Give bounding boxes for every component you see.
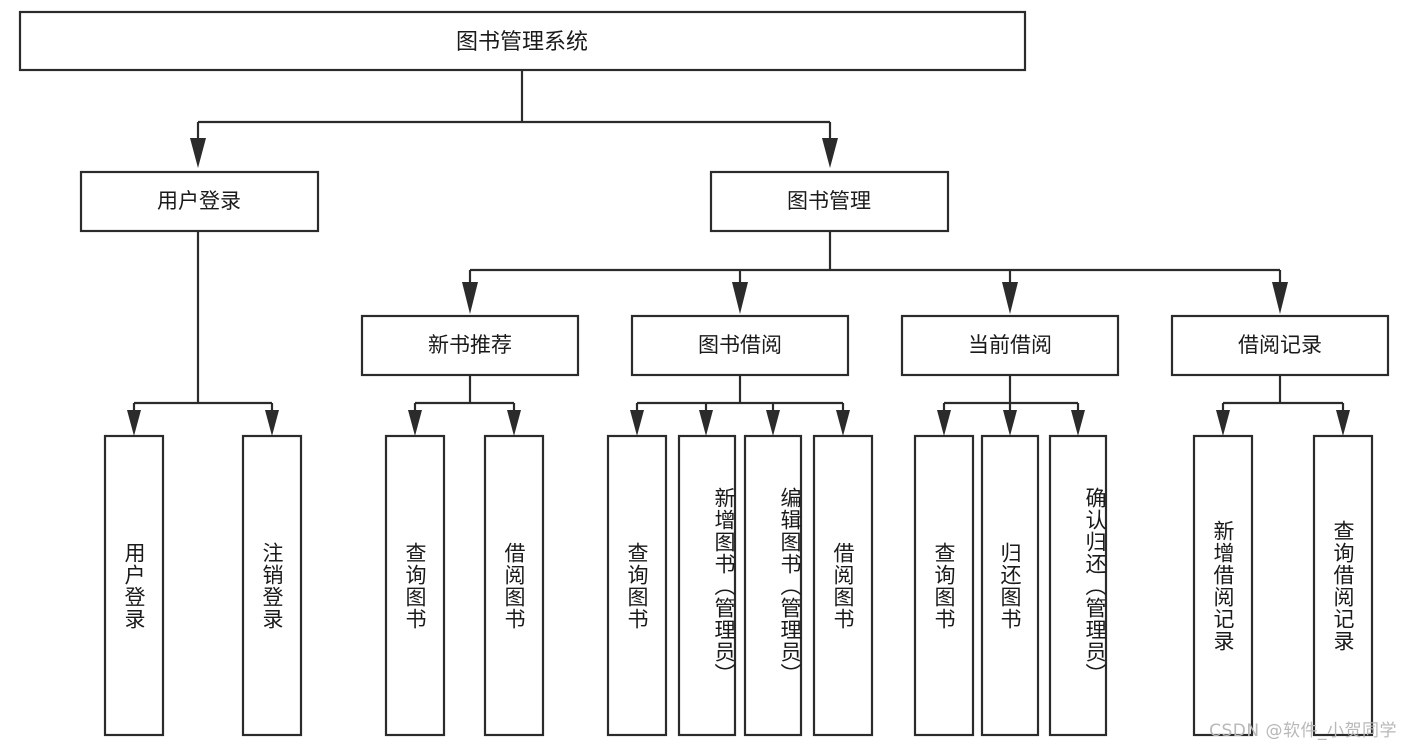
connector-group-book-borrow (630, 375, 850, 436)
arrow-head-borrow-record (1272, 282, 1288, 314)
node-user-login-box[interactable] (79, 170, 320, 233)
arrow-head-user-login (190, 138, 206, 168)
arrow-head-leaf-edit-book (766, 410, 780, 436)
arrow-head-leaf-user-logout (265, 410, 279, 436)
arrow-head-new-book-recommend (462, 282, 478, 314)
connector-group-borrow-record (1216, 375, 1350, 436)
connector-group-current-borrow (937, 375, 1085, 436)
arrow-head-book-management (822, 138, 838, 168)
arrow-head-leaf-confirm-return (1071, 410, 1085, 436)
leaf-return-book-box[interactable] (980, 434, 1040, 737)
leaf-add-record-box[interactable] (1192, 434, 1254, 737)
leaf-borrow-book-2-box[interactable] (812, 434, 874, 737)
node-borrow-record-box[interactable] (1170, 314, 1390, 377)
node-current-borrow-label: 当前借阅 (968, 333, 1052, 357)
leaf-query-book-3-box[interactable] (913, 434, 975, 737)
node-new-book-recommend-box[interactable] (360, 314, 580, 377)
connector-group-root (190, 70, 838, 168)
node-book-borrow-label: 图书借阅 (698, 333, 782, 357)
leaf-borrow-book-1-box[interactable] (483, 434, 545, 737)
leaf-add-book-box[interactable] (677, 434, 737, 737)
leaf-confirm-return-box[interactable] (1048, 434, 1108, 737)
leaf-user-logout-box[interactable] (241, 434, 303, 737)
node-book-borrow-box[interactable] (630, 314, 850, 377)
node-current-borrow-box[interactable] (900, 314, 1120, 377)
node-book-management-label: 图书管理 (787, 189, 871, 213)
leaf-query-record-box[interactable] (1312, 434, 1374, 737)
arrow-head-book-borrow (732, 282, 748, 314)
leaf-query-book-1-box[interactable] (384, 434, 446, 737)
connector-group-new-book-recommend (408, 375, 521, 436)
arrow-head-current-borrow (1002, 282, 1018, 314)
arrow-head-leaf-return-book (1003, 410, 1017, 436)
arrow-head-leaf-query-book-1 (408, 410, 422, 436)
arrow-head-leaf-add-book (699, 410, 713, 436)
node-root-label: 图书管理系统 (456, 30, 588, 55)
arrow-head-leaf-user-login (127, 410, 141, 436)
leaf-query-book-2-box[interactable] (606, 434, 668, 737)
csdn-watermark: CSDN @软件_小贺同学 (1209, 721, 1397, 741)
arrow-head-leaf-add-record (1216, 410, 1230, 436)
arrow-head-leaf-borrow-book-2 (836, 410, 850, 436)
node-new-book-recommend-label: 新书推荐 (428, 333, 512, 357)
node-user-login-label: 用户登录 (157, 189, 241, 213)
arrow-head-leaf-query-record (1336, 410, 1350, 436)
arrow-head-leaf-borrow-book-1 (507, 410, 521, 436)
leaf-user-login-box[interactable] (103, 434, 165, 737)
connector-group-user-login (127, 231, 279, 436)
node-borrow-record-label: 借阅记录 (1238, 333, 1322, 357)
connector-group-book-management (462, 231, 1288, 314)
arrow-head-leaf-query-book-2 (630, 410, 644, 436)
arrow-head-leaf-query-book-3 (937, 410, 951, 436)
leaf-edit-book-box[interactable] (743, 434, 803, 737)
node-root-box[interactable] (18, 10, 1027, 72)
node-book-management-box[interactable] (709, 170, 950, 233)
